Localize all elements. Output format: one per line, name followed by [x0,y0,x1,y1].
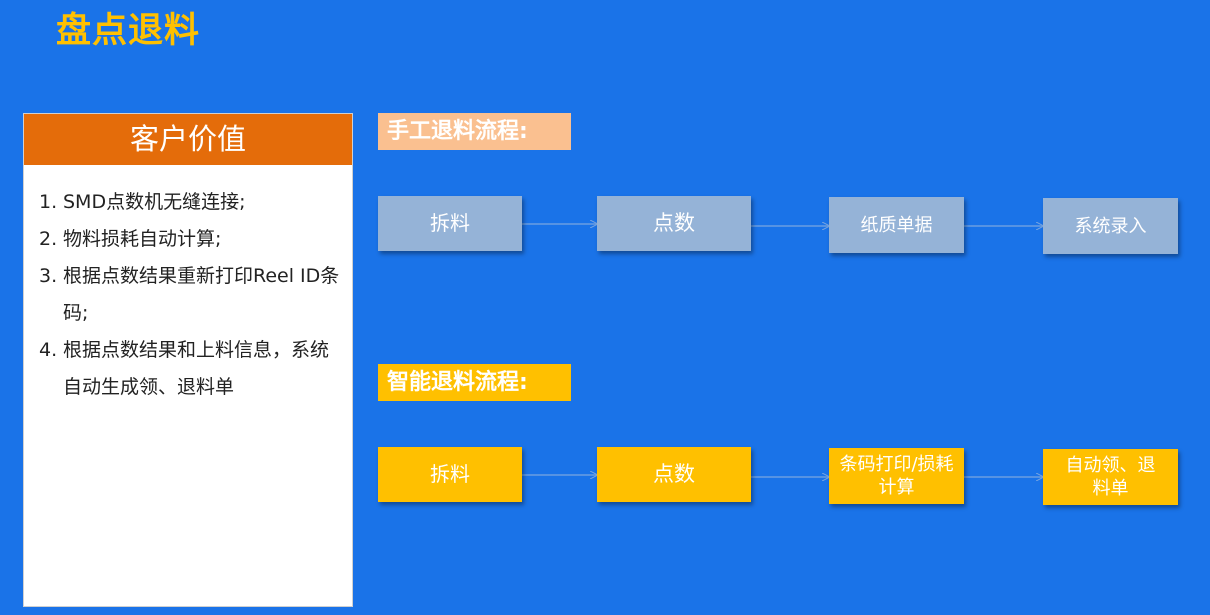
list-item-text: SMD点数机无缝连接; [63,191,246,213]
manual-step-dismantle: 拆料 [378,196,522,251]
list-item-number: 1. [39,191,58,213]
manual-step-paper-form: 纸质单据 [829,197,964,253]
list-item-text: 物料损耗自动计算; [63,228,222,250]
smart-step-count: 点数 [597,447,751,502]
list-item-text: 根据点数结果和上料信息，系统自动生成领、退料单 [63,339,330,398]
list-item-number: 3. [39,265,58,287]
list-item-number: 4. [39,339,58,361]
list-item-number: 2. [39,228,58,250]
customer-value-header: 客户价值 [24,114,352,165]
smart-step-auto-forms: 自动领、退料单 [1043,449,1178,505]
list-item: 3. 根据点数结果重新打印Reel ID条码; [39,258,340,332]
smart-step-dismantle: 拆料 [378,447,522,502]
manual-step-count: 点数 [597,196,751,251]
list-item: 1. SMD点数机无缝连接; [39,184,340,221]
smart-flow-label: 智能退料流程: [378,364,571,401]
list-item: 4. 根据点数结果和上料信息，系统自动生成领、退料单 [39,332,340,406]
list-item: 2. 物料损耗自动计算; [39,221,340,258]
page-title: 盘点退料 [56,11,201,51]
customer-value-card: 客户价值 1. SMD点数机无缝连接; 2. 物料损耗自动计算; 3. 根据点数… [23,113,353,607]
smart-step-barcode-print: 条码打印/损耗计算 [829,448,964,504]
manual-flow-label: 手工退料流程: [378,113,571,150]
manual-step-system-entry: 系统录入 [1043,198,1178,254]
list-item-text: 根据点数结果重新打印Reel ID条码; [63,265,340,324]
customer-value-list: 1. SMD点数机无缝连接; 2. 物料损耗自动计算; 3. 根据点数结果重新打… [24,165,352,406]
